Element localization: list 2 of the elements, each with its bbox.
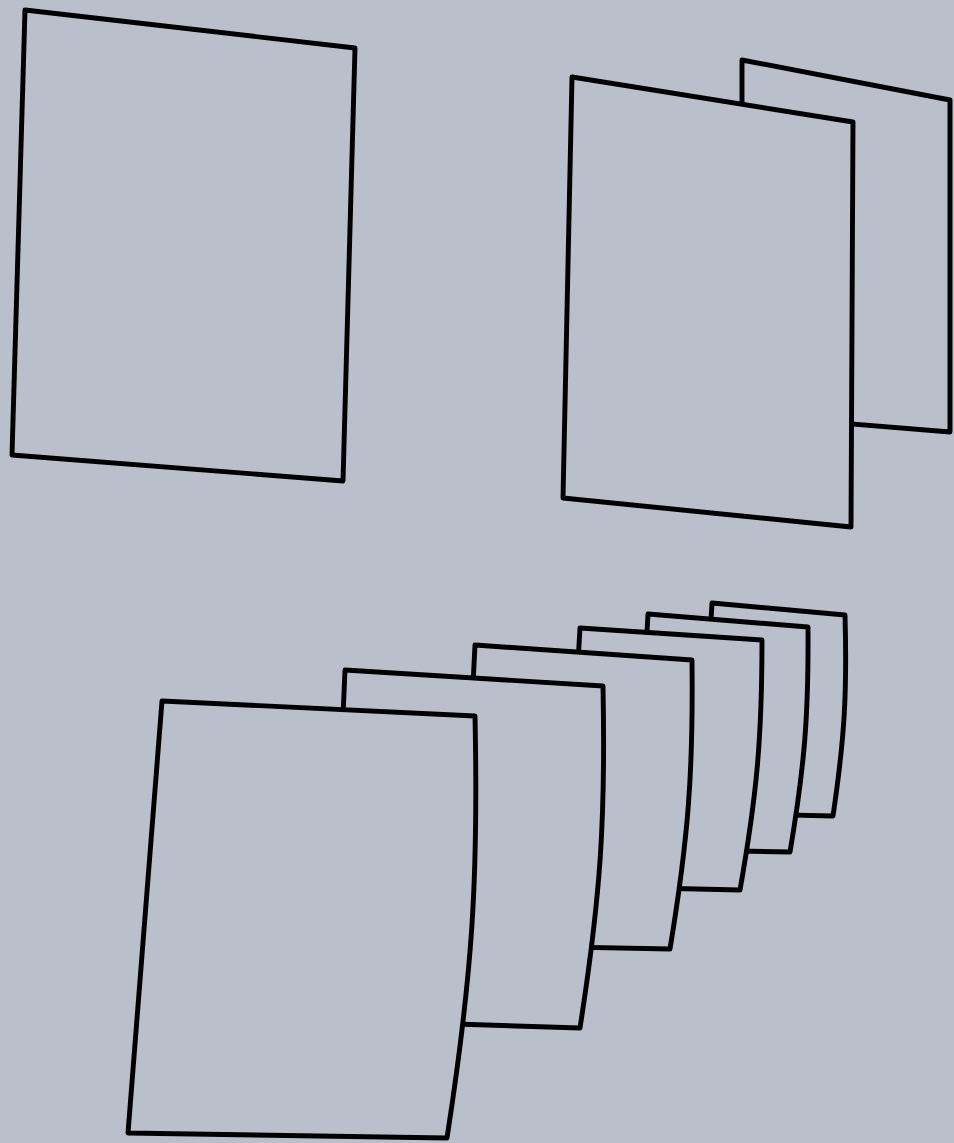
- paper-sheet: [560, 74, 856, 530]
- paper-sheet: [9, 7, 358, 484]
